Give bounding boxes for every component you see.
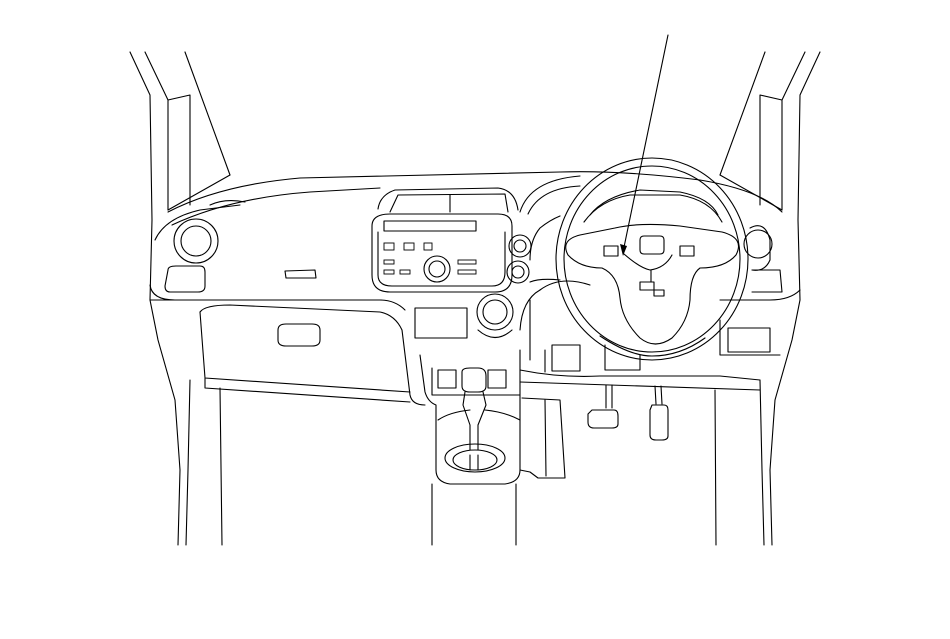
center-stack xyxy=(371,187,519,293)
steering-wheel xyxy=(551,157,771,372)
dashboard-body xyxy=(149,284,801,546)
left-air-vent xyxy=(164,218,219,293)
left-a-pillar xyxy=(129,51,231,546)
instrument-hood xyxy=(519,175,783,293)
dashboard-top xyxy=(154,171,783,241)
right-a-pillar xyxy=(719,51,821,546)
callout-leader xyxy=(620,34,669,256)
center-console xyxy=(419,349,566,546)
glove-box xyxy=(277,269,321,347)
center-knobs xyxy=(414,234,532,339)
steering-column xyxy=(519,280,591,361)
pedals xyxy=(587,384,669,441)
